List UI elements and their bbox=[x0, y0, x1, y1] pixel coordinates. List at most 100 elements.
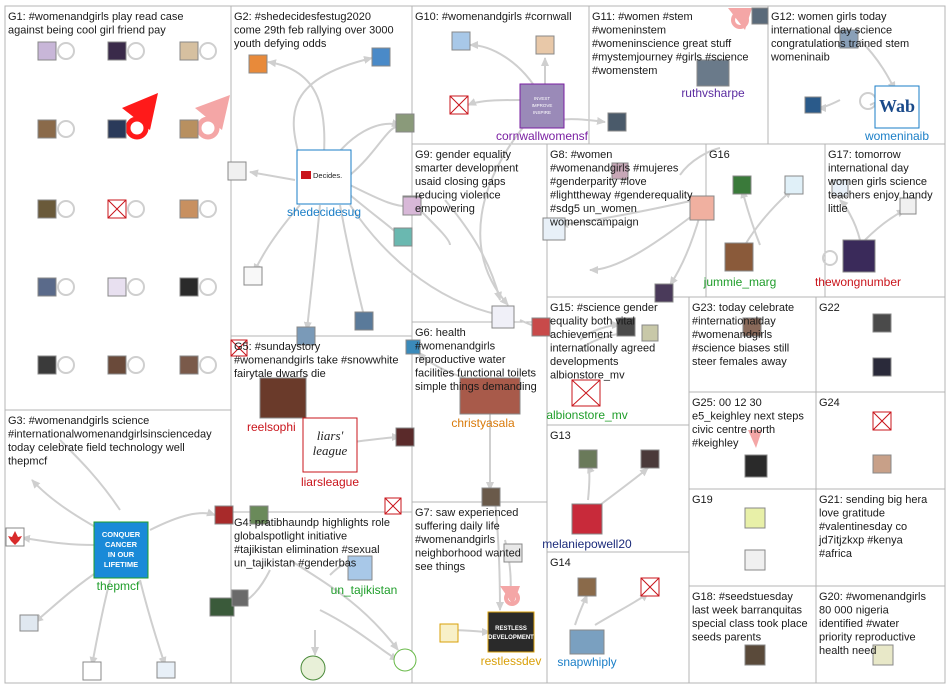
self-loop bbox=[199, 356, 217, 374]
node-restlessdev[interactable]: RESTLESS DEVELOPMENT restlessdev bbox=[481, 611, 542, 668]
avatar-node[interactable] bbox=[179, 355, 199, 375]
avatar-node[interactable] bbox=[439, 623, 459, 643]
avatar-node[interactable] bbox=[37, 355, 57, 375]
avatar-node[interactable] bbox=[578, 449, 598, 469]
avatar-node[interactable] bbox=[872, 357, 892, 377]
avatar-node[interactable] bbox=[405, 339, 421, 355]
avatar-node[interactable] bbox=[640, 449, 660, 469]
avatar-node[interactable] bbox=[804, 96, 822, 114]
avatar-node[interactable] bbox=[481, 487, 501, 507]
node-reelsophi[interactable]: reelsophi bbox=[247, 420, 296, 434]
avatar-node[interactable] bbox=[227, 161, 247, 181]
avatar-node[interactable] bbox=[611, 162, 629, 180]
avatar-node[interactable] bbox=[156, 661, 176, 679]
avatar-node[interactable] bbox=[571, 503, 603, 535]
avatar-node[interactable] bbox=[577, 577, 597, 597]
avatar-node[interactable] bbox=[37, 41, 57, 61]
node-snapwhiply[interactable]: snapwhiply bbox=[557, 655, 616, 669]
avatar-node[interactable] bbox=[179, 41, 199, 61]
avatar-node[interactable] bbox=[535, 35, 555, 55]
avatar-node[interactable] bbox=[616, 317, 636, 337]
avatar-node[interactable] bbox=[607, 112, 627, 132]
avatar-node[interactable] bbox=[82, 661, 102, 681]
avatar-node[interactable] bbox=[179, 277, 199, 297]
avatar-node[interactable] bbox=[839, 29, 859, 49]
avatar-node[interactable] bbox=[531, 317, 551, 337]
avatar-node[interactable] bbox=[872, 454, 892, 474]
avatar-node[interactable] bbox=[259, 377, 307, 419]
avatar-node[interactable] bbox=[744, 549, 766, 571]
avatar-node[interactable] bbox=[451, 31, 471, 51]
node-cornwallwomensf[interactable]: INVEST IMPROVE INSPIRE cornwallwomensf bbox=[496, 83, 589, 143]
avatar-node[interactable] bbox=[542, 217, 566, 241]
avatar-node[interactable] bbox=[641, 324, 659, 342]
group-label-line: G21: sending big hera bbox=[819, 494, 928, 506]
avatar-node[interactable] bbox=[37, 119, 57, 139]
avatar-node[interactable] bbox=[231, 589, 249, 607]
avatar-node[interactable] bbox=[19, 614, 39, 632]
avatar-node-round[interactable] bbox=[393, 648, 417, 672]
node-christyasala[interactable]: christyasala bbox=[451, 416, 515, 430]
avatar-node[interactable] bbox=[107, 355, 127, 375]
avatar-node[interactable] bbox=[243, 266, 263, 286]
avatar-node[interactable] bbox=[654, 283, 674, 303]
avatar-node[interactable] bbox=[831, 179, 849, 197]
node-womeninaib[interactable]: Wab womeninaib bbox=[864, 85, 929, 143]
group-label-g8: G8: #women#womenandgirls #mujeres#gender… bbox=[549, 149, 693, 229]
avatar-node[interactable] bbox=[37, 277, 57, 297]
avatar-node[interactable] bbox=[393, 227, 413, 247]
avatar-node[interactable] bbox=[395, 427, 415, 447]
avatar-node[interactable] bbox=[249, 505, 269, 525]
group-label-line: seeds parents bbox=[692, 632, 762, 644]
node-logo-text: Wab bbox=[879, 96, 915, 116]
node-melaniepowell20[interactable]: melaniepowell20 bbox=[542, 537, 632, 551]
node-un_tajikistan[interactable]: un_tajikistan bbox=[331, 583, 398, 597]
avatar-node[interactable] bbox=[724, 242, 754, 272]
avatar-node[interactable] bbox=[107, 119, 127, 139]
avatar-node[interactable] bbox=[569, 629, 605, 655]
avatar-node[interactable] bbox=[784, 175, 804, 195]
avatar-node[interactable] bbox=[899, 197, 917, 215]
avatar-node[interactable] bbox=[742, 317, 762, 337]
avatar-node[interactable] bbox=[491, 305, 515, 329]
avatar-node[interactable] bbox=[872, 313, 892, 333]
avatar-node-round[interactable] bbox=[300, 655, 326, 681]
node-ruthvsharpe[interactable]: ruthvsharpe bbox=[681, 86, 745, 100]
node-label: albionstore_mv bbox=[546, 408, 627, 422]
avatar-node[interactable] bbox=[744, 507, 766, 529]
avatar-node[interactable] bbox=[371, 47, 391, 67]
avatar-node[interactable] bbox=[732, 175, 752, 195]
avatar-node[interactable] bbox=[37, 199, 57, 219]
group-label-line: womenscampaign bbox=[549, 217, 639, 229]
avatar-node[interactable] bbox=[209, 597, 235, 617]
group-label-line: G6: health bbox=[415, 327, 466, 339]
avatar-node[interactable] bbox=[107, 277, 127, 297]
avatar-node[interactable] bbox=[248, 54, 268, 74]
node-jummie_marg[interactable]: jummie_marg bbox=[703, 275, 777, 289]
node-thewongnumber[interactable]: thewongnumber bbox=[815, 275, 901, 289]
avatar-node[interactable] bbox=[107, 41, 127, 61]
avatar-node[interactable] bbox=[214, 505, 234, 525]
avatar-node[interactable] bbox=[744, 454, 768, 478]
avatar-node[interactable] bbox=[751, 7, 769, 25]
avatar-node[interactable] bbox=[696, 59, 730, 87]
avatar-node[interactable] bbox=[503, 543, 523, 563]
avatar-node[interactable] bbox=[689, 195, 715, 221]
avatar-node[interactable] bbox=[842, 239, 876, 273]
node-shedecidesug[interactable]: Decides. shedecidesug bbox=[287, 149, 361, 219]
avatar-node[interactable] bbox=[872, 644, 894, 666]
node-albionstore_mv[interactable]: albionstore_mv bbox=[546, 408, 627, 422]
node-liarsleague[interactable]: liars' league liarsleague bbox=[301, 417, 359, 489]
avatar-node[interactable] bbox=[459, 377, 521, 415]
avatar-node[interactable] bbox=[296, 326, 316, 346]
avatar-node[interactable] bbox=[179, 119, 199, 139]
avatar-node[interactable] bbox=[347, 555, 373, 581]
avatar-node[interactable] bbox=[354, 311, 374, 331]
avatar-node[interactable] bbox=[744, 644, 766, 666]
node-thepmcf[interactable]: CONQUER CANCER IN OUR LIFETIME thepmcf bbox=[93, 521, 149, 593]
group-label-g14: G14 bbox=[550, 557, 571, 569]
avatar-node[interactable] bbox=[179, 199, 199, 219]
avatar-node[interactable] bbox=[395, 113, 415, 133]
avatar-node[interactable] bbox=[402, 196, 422, 216]
